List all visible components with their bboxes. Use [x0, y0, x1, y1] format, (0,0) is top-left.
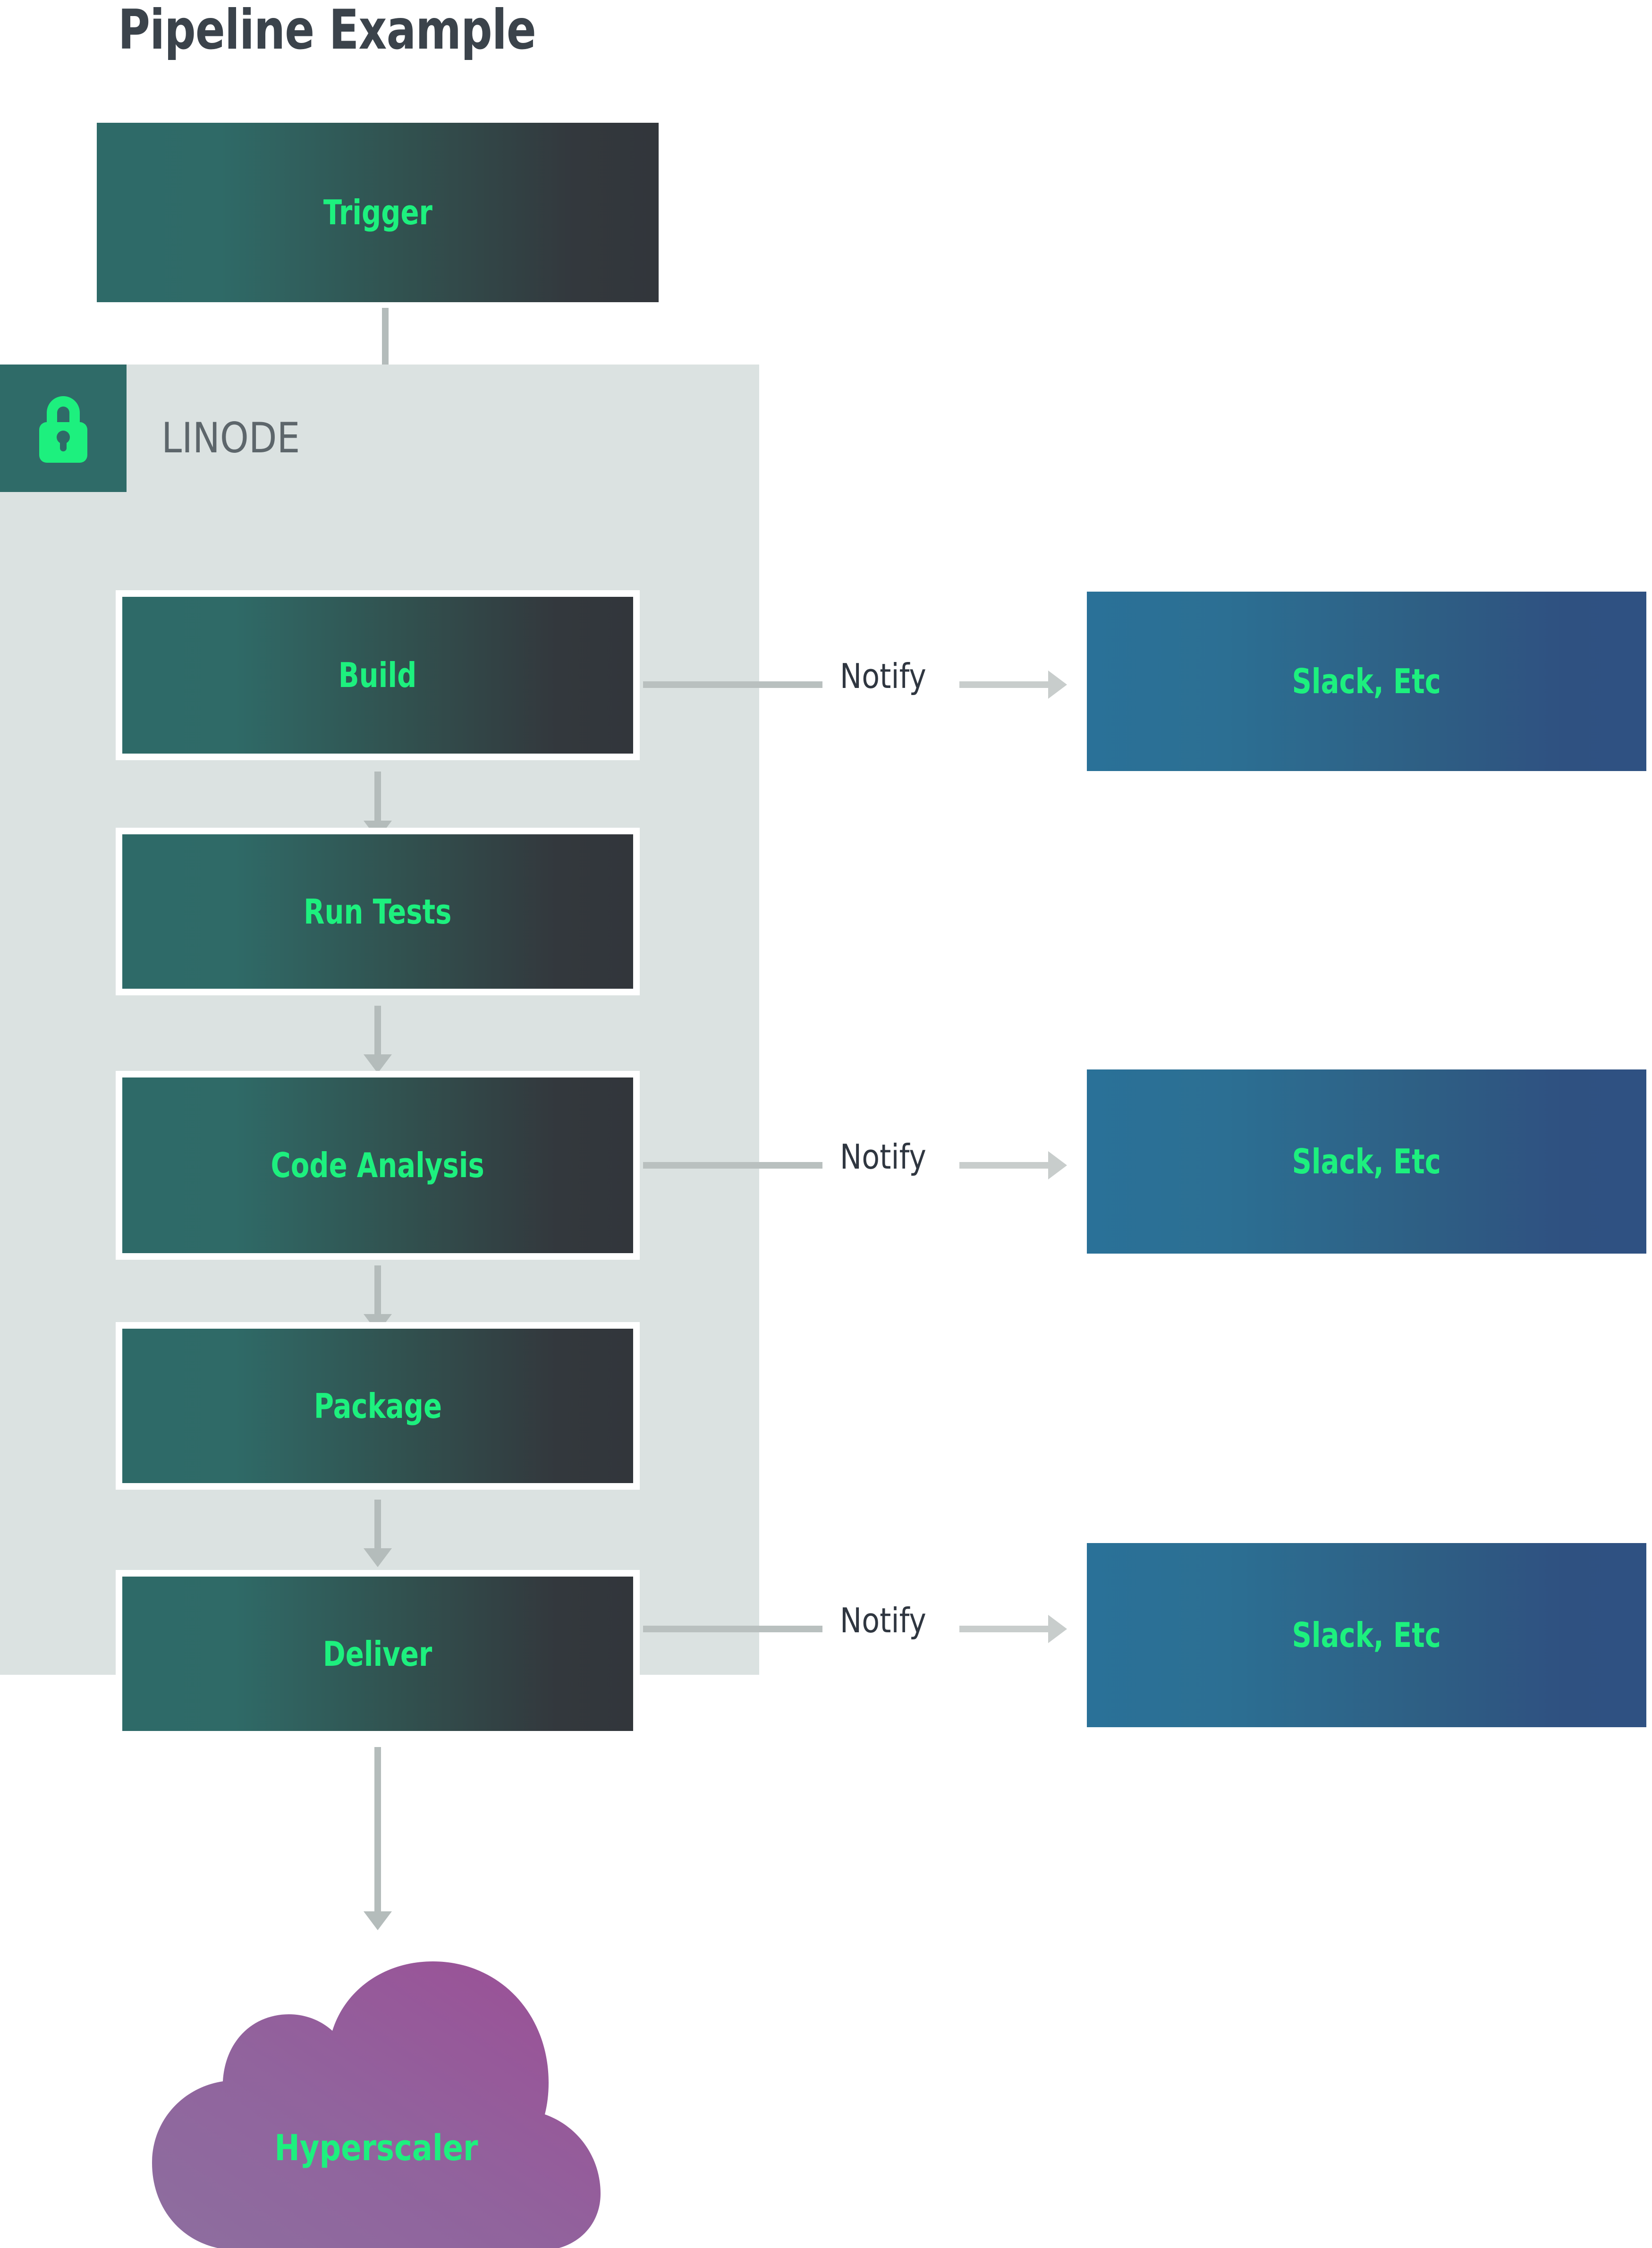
edge-label-notify-2: Notify [839, 1137, 926, 1177]
node-code-analysis-body [116, 1071, 640, 1260]
node-notify-target-3[interactable]: Slack, Etc [1087, 1543, 1646, 1727]
node-package-label: Package [313, 1386, 442, 1426]
edge-code-analysis-notify-arrow [959, 1151, 1067, 1179]
node-deliver[interactable]: Deliver [116, 1570, 640, 1738]
arrow-run-tests-to-code-analysis [364, 1006, 392, 1073]
edge-build-notify-arrow [959, 670, 1067, 699]
edge-deliver-notify-line [643, 1626, 822, 1632]
node-notify-target-2-label: Slack, Etc [1292, 1142, 1441, 1181]
node-run-tests-label: Run Tests [304, 891, 452, 932]
node-hyperscaler[interactable]: Hyperscaler [138, 1953, 615, 2248]
node-build-label: Build [339, 655, 417, 695]
edge-build-notify-line [643, 681, 822, 688]
cloud-icon [152, 1961, 601, 2248]
node-trigger[interactable]: Trigger [97, 123, 659, 302]
arrow-deliver-to-hyperscaler [364, 1747, 392, 1930]
node-package[interactable]: Package [116, 1322, 640, 1490]
node-run-tests[interactable]: Run Tests [116, 828, 640, 995]
arrow-code-analysis-to-package [364, 1265, 392, 1333]
node-trigger-label: Trigger [323, 193, 432, 232]
group-badge-lock [0, 365, 127, 492]
group-label-linode: LINODE [161, 414, 300, 462]
arrow-build-to-run-tests [364, 772, 392, 840]
node-notify-target-1[interactable]: Slack, Etc [1087, 592, 1646, 771]
node-notify-target-3-label: Slack, Etc [1292, 1615, 1441, 1655]
node-notify-target-1-label: Slack, Etc [1292, 662, 1441, 701]
arrowhead-icon [364, 1548, 392, 1567]
node-deliver-label: Deliver [323, 1634, 432, 1674]
arrowhead-icon [364, 1054, 392, 1073]
node-code-analysis-fill[interactable]: Code Analysis [122, 1077, 633, 1253]
edge-label-notify-1: Notify [839, 656, 926, 696]
node-hyperscaler-label: Hyperscaler [274, 2127, 478, 2169]
node-notify-target-2[interactable]: Slack, Etc [1087, 1069, 1646, 1254]
arrowhead-icon [1048, 1151, 1067, 1179]
arrowhead-icon [1048, 1615, 1067, 1643]
arrowhead-icon [1048, 670, 1067, 699]
arrowhead-icon [364, 1911, 392, 1930]
page-title: Pipeline Example [118, 0, 536, 62]
node-build[interactable]: Build [116, 590, 640, 760]
edge-code-analysis-notify-line [643, 1162, 822, 1169]
lock-icon [39, 396, 87, 463]
edge-label-notify-3: Notify [839, 1601, 926, 1640]
edge-deliver-notify-arrow [959, 1615, 1067, 1643]
arrow-package-to-deliver [364, 1500, 392, 1567]
node-code-analysis-label-2: Code Analysis [271, 1145, 485, 1185]
